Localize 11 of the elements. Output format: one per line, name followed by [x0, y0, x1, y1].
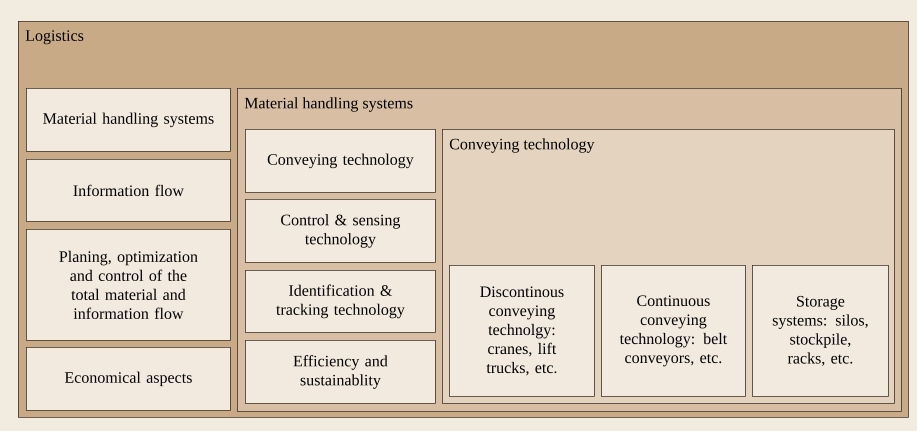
text-box: Information flow	[26, 159, 231, 222]
text-box: Discontinous conveying technolgy: cranes, lift trucks, etc.	[449, 265, 595, 397]
text-box: Economical aspects	[26, 347, 231, 411]
text-box: Storage systems: silos, stockpile, racks, etc.	[752, 265, 889, 397]
text-box: Identification & tracking technology	[245, 270, 436, 333]
text-box: Conveying technology	[245, 129, 436, 193]
text-box: Control & sensing technology	[245, 199, 436, 263]
text-box: Material handling systems	[26, 88, 231, 152]
text-box: Efficiency and sustainablity	[245, 340, 436, 404]
text-box: Continuous conveying technology: belt conveyors, etc.	[601, 265, 746, 397]
text-box: Planing, optimization and control of the total material and information flow	[26, 229, 231, 341]
